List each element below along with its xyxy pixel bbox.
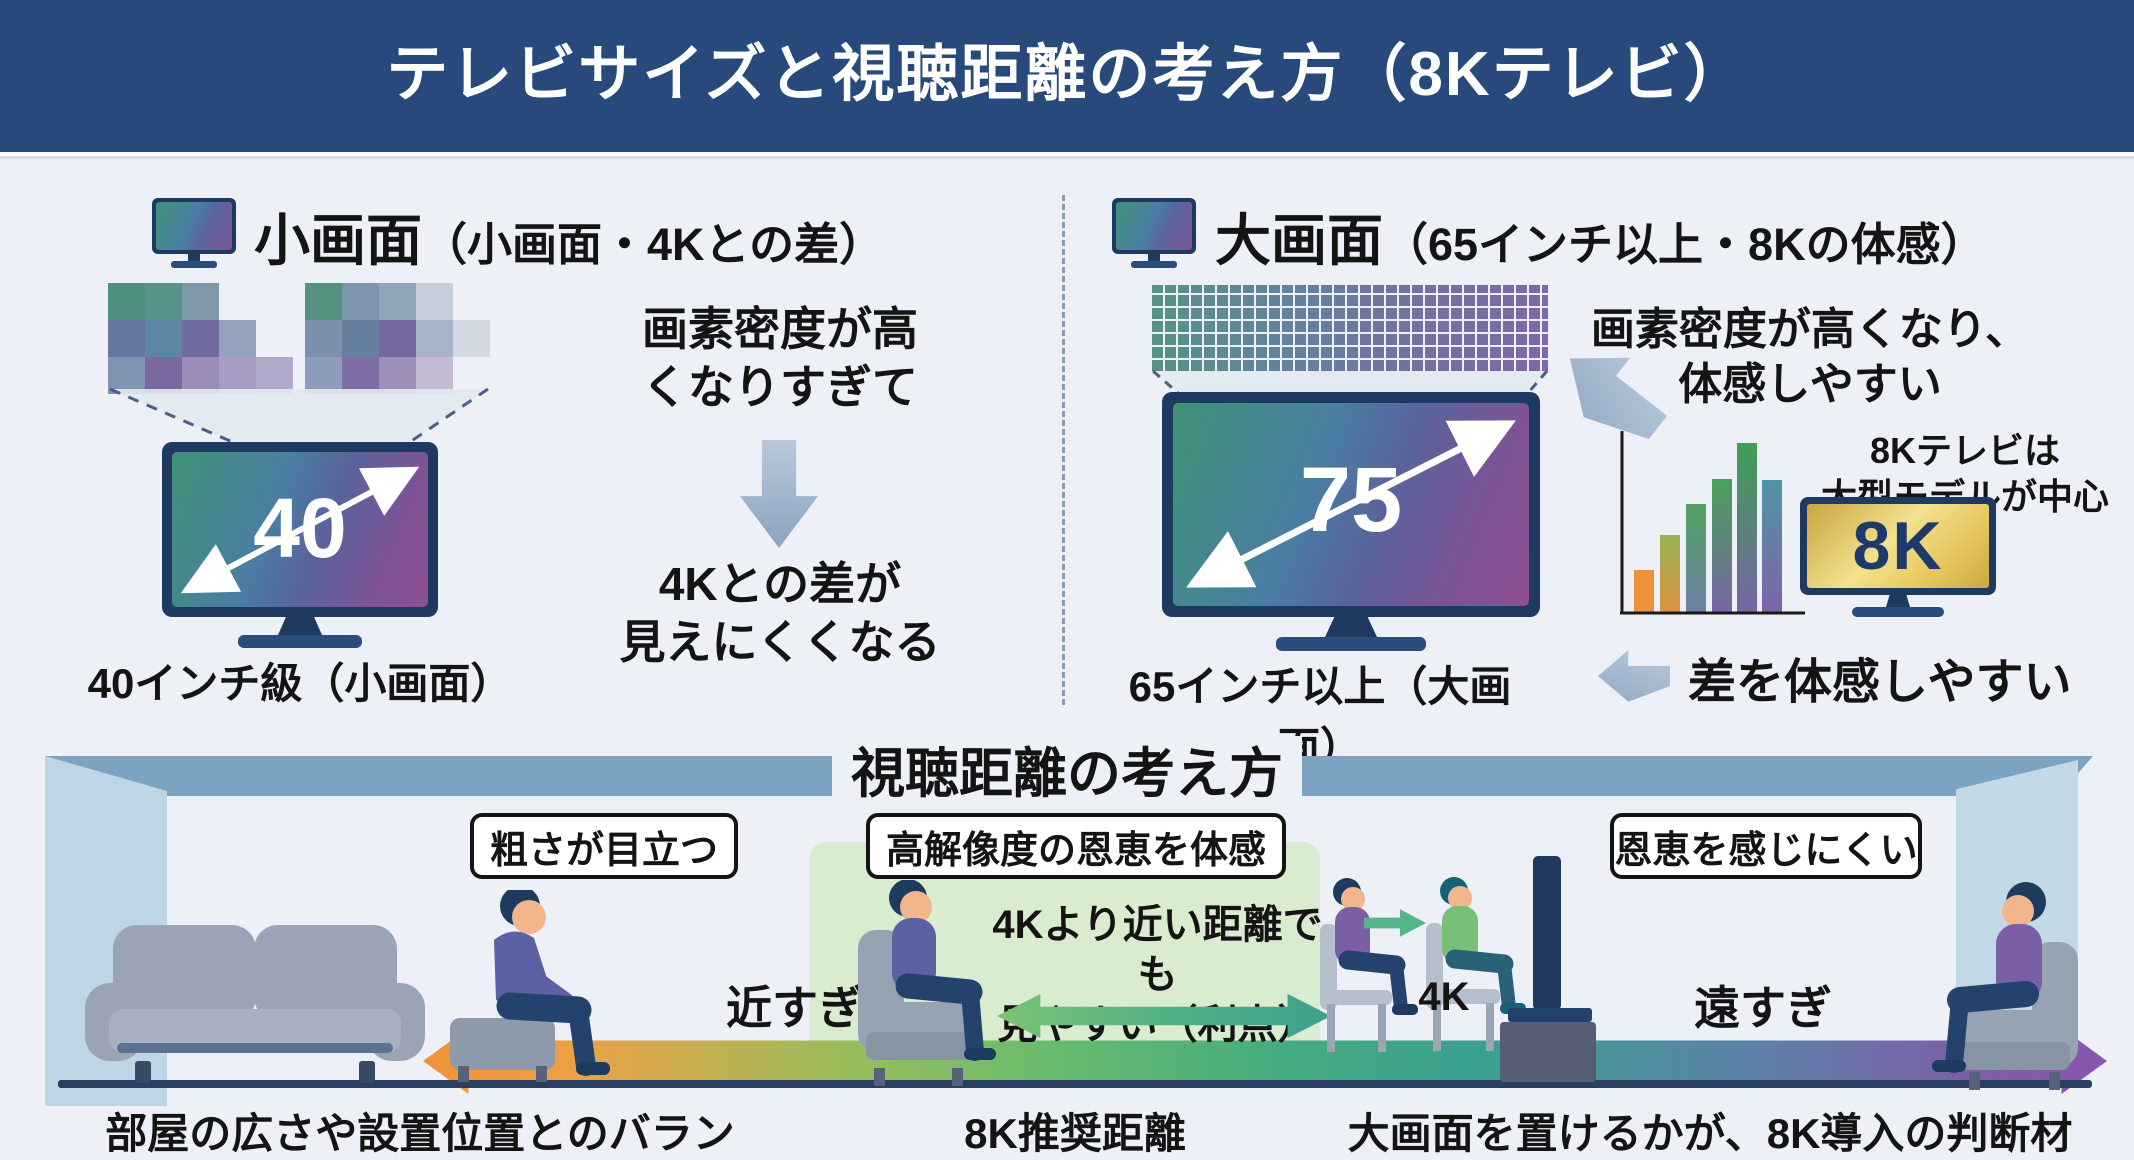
person-4k-position — [1320, 878, 1418, 1052]
left-arrow-icon — [1598, 650, 1670, 702]
diagonal-size-arrow — [180, 466, 420, 594]
person-8k-closer-position — [1426, 877, 1526, 1051]
8k-badge-label: 8K — [1807, 504, 1989, 588]
viewing-distance-heading: 視聴距離の考え方 — [832, 736, 1302, 812]
4k-distance-label: 4K — [1418, 975, 1470, 1019]
small-tv-icon — [152, 198, 236, 268]
person-too-close — [450, 890, 610, 1082]
right-panel-heading: 大画面 （65インチ以上・8Kの体感） — [1215, 196, 1986, 272]
couch-icon — [85, 925, 425, 1083]
left-heading-text: 小画面 — [254, 209, 422, 272]
zoom-funnel-left — [109, 387, 489, 446]
easy-to-feel-difference-text: 差を体感しやすい — [1688, 656, 2072, 709]
pixel-density-bar-chart-icon — [1620, 431, 1805, 615]
person-too-far — [1932, 882, 2078, 1090]
tv-40-illustration: 40 — [162, 442, 438, 648]
too-close-label: 近すぎ — [726, 982, 864, 1034]
floor-line — [58, 1080, 2092, 1088]
density-easy-to-feel-text: 画素密度が高くなり、 体感しやすい — [1590, 305, 2030, 409]
density-too-high-text: 画素密度が高 くなりすぎて — [642, 303, 918, 413]
too-far-effect-box: 恩恵を感じにくい — [1610, 813, 1922, 879]
tv-cabinet — [1500, 1022, 1596, 1082]
tv-side-view-stand — [1508, 1008, 1592, 1022]
8k-tv-badge: 8K — [1800, 497, 1996, 617]
benefit-zone-box: 高解像度の恩恵を体感 — [866, 813, 1286, 879]
coarse-pixel-mosaic-left — [108, 283, 293, 394]
tv-75-illustration: 75 — [1162, 392, 1540, 651]
page-title: テレビサイズと視聴距離の考え方（8Kテレビ） — [386, 40, 1748, 109]
too-close-effect-box: 粗さが目立つ — [470, 813, 738, 879]
down-arrow-icon — [740, 440, 818, 548]
coarse-pixel-mosaic-right — [305, 283, 490, 394]
caption-room-balance: 部屋の広さや設置位置とのバランス — [105, 1110, 735, 1157]
right-heading-text: 大画面 — [1215, 209, 1383, 272]
header-bar: テレビサイズと視聴距離の考え方（8Kテレビ） — [0, 0, 2134, 152]
caption-8k-decision-factor: 大画面を置けるかが、8K導入の判断材料 — [1347, 1110, 2073, 1157]
caption-8k-recommended-distance: 8K推奨距離 — [964, 1110, 1186, 1157]
right-heading-note: （65インチ以上・8Kの体感） — [1383, 219, 1986, 270]
too-far-label: 遠すぎ — [1694, 982, 1832, 1034]
diagonal-size-arrow — [1186, 420, 1516, 588]
zoom-funnel-right — [1152, 369, 1549, 395]
section-divider — [1062, 195, 1065, 705]
tv-size-label-75: 75 — [1299, 449, 1403, 551]
tv-side-view-panel — [1533, 856, 1561, 1010]
left-panel-heading: 小画面 （小画面・4Kとの差） — [254, 196, 884, 272]
fine-pixel-grid — [1152, 285, 1548, 371]
difference-less-visible-text: 4Kとの差が 見えにくくなる — [619, 558, 941, 668]
person-recommended-distance — [858, 880, 996, 1086]
tv-size-label-40: 40 — [253, 481, 347, 575]
large-tv-icon — [1112, 198, 1196, 268]
left-heading-note: （小画面・4Kとの差） — [422, 219, 885, 270]
tv-40-caption: 40インチ級（小画面） — [87, 660, 513, 707]
